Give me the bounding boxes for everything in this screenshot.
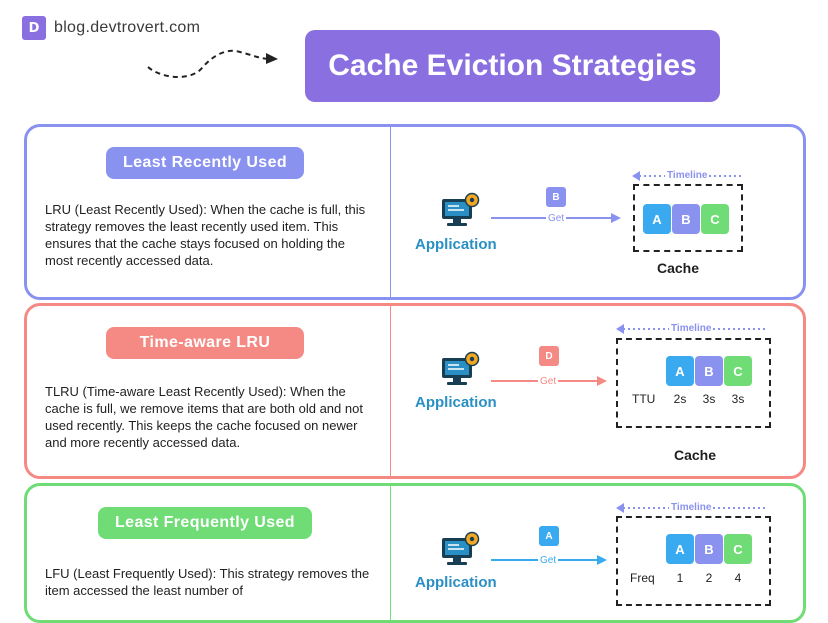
timeline-arrow-icon	[616, 324, 768, 334]
computer-gear-icon	[442, 531, 480, 565]
request-item-box: B	[546, 187, 566, 207]
request-item-box: A	[539, 526, 559, 546]
devtrovert-logo-icon: D	[22, 16, 46, 40]
cache-label: Cache	[657, 260, 700, 276]
freq-value: 1	[676, 571, 684, 585]
timeline-label: Timeline	[669, 502, 714, 513]
tlru-panel: Time-aware LRU TLRU (Time-aware Least Re…	[24, 303, 806, 479]
tlru-description: TLRU (Time-aware Least Recently Used): W…	[45, 384, 363, 450]
curly-arrow-icon	[147, 49, 278, 78]
brand-url[interactable]: blog.devtrovert.com	[54, 19, 201, 36]
ttu-value: 3s	[702, 392, 716, 406]
lfu-panel: Least Frequently Used LFU (Least Frequen…	[24, 483, 806, 623]
cache-block-a: A	[666, 534, 694, 564]
application-label: Application	[415, 574, 497, 591]
cache-block-c: C	[724, 534, 752, 564]
cache-block-a: A	[666, 356, 694, 386]
get-label: Get	[538, 376, 559, 387]
computer-gear-icon	[442, 351, 480, 385]
panel-divider	[390, 127, 391, 297]
page-title: Cache Eviction Strategies	[305, 30, 720, 102]
lfu-title-pill: Least Frequently Used	[98, 507, 312, 539]
cache-block-b: B	[695, 534, 723, 564]
cache-label: Cache	[674, 447, 717, 463]
timeline-arrow-icon	[616, 503, 768, 513]
get-label: Get	[538, 555, 559, 566]
cache-box: A B C TTU 2s 3s 3s	[616, 338, 771, 428]
freq-row-label: Freq	[630, 571, 655, 585]
timeline-label: Timeline	[665, 170, 710, 181]
cache-box: A B C Freq 1 2 4	[616, 516, 771, 606]
ttu-value: 3s	[731, 392, 745, 406]
ttu-value: 2s	[673, 392, 687, 406]
application-label: Application	[415, 394, 497, 411]
lru-title-pill: Least Recently Used	[106, 147, 304, 179]
cache-block-b: B	[695, 356, 723, 386]
tlru-title-pill: Time-aware LRU	[106, 327, 304, 359]
computer-gear-icon	[442, 192, 480, 226]
application-label: Application	[415, 236, 497, 253]
panel-divider	[390, 486, 391, 620]
request-item-box: D	[539, 346, 559, 366]
get-label: Get	[546, 213, 567, 224]
lru-panel: Least Recently Used LRU (Least Recently …	[24, 124, 806, 300]
panel-divider	[390, 306, 391, 476]
cache-block-c: C	[701, 204, 729, 234]
brand: D blog.devtrovert.com	[22, 16, 200, 40]
cache-box: A B C	[633, 184, 743, 252]
lfu-description: LFU (Least Frequently Used): This strate…	[45, 566, 370, 598]
cache-block-a: A	[643, 204, 671, 234]
lru-description: LRU (Least Recently Used): When the cach…	[45, 202, 366, 268]
freq-value: 4	[734, 571, 742, 585]
cache-block-b: B	[672, 204, 700, 234]
freq-value: 2	[705, 571, 713, 585]
cache-block-c: C	[724, 356, 752, 386]
timeline-label: Timeline	[669, 323, 714, 334]
ttu-row-label: TTU	[632, 392, 656, 406]
